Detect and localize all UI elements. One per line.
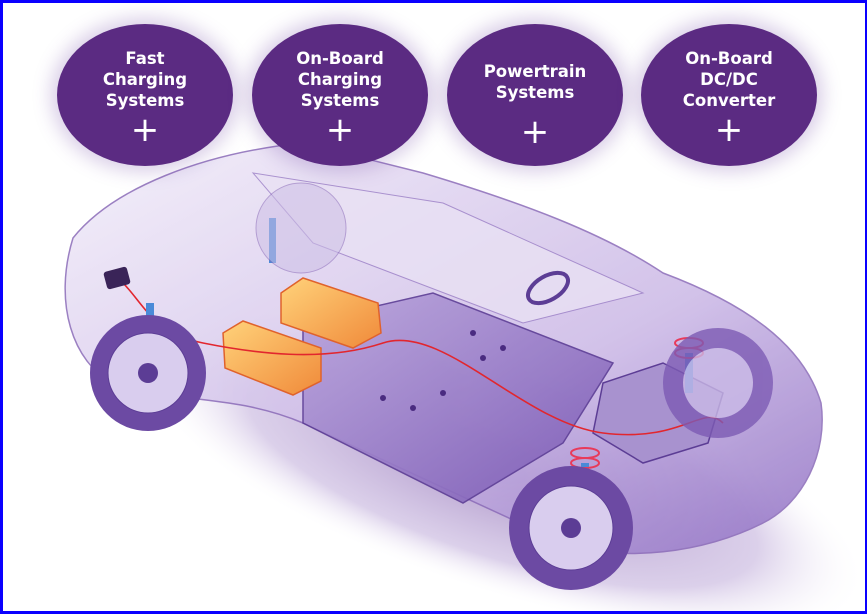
bubble-label: On-Board DC/DC Converter	[682, 48, 776, 110]
bubble-label: On-Board Charging Systems	[296, 48, 384, 110]
plus-icon: +	[520, 112, 550, 152]
bubble-on-board-charging-systems[interactable]: On-Board Charging Systems +	[252, 24, 428, 166]
steering-wheel	[526, 270, 570, 306]
wheel-rear-left	[90, 315, 206, 431]
charger-unit-2	[222, 320, 322, 396]
wheel-front-right	[663, 328, 773, 438]
wheel-spare	[255, 182, 347, 274]
plus-icon: +	[130, 109, 160, 150]
battery-pack	[302, 292, 615, 504]
charge-port	[103, 266, 131, 290]
wheel-front-left	[509, 466, 633, 590]
bubble-powertrain-systems[interactable]: Powertrain Systems +	[447, 24, 623, 166]
charger-unit-1	[280, 277, 382, 349]
bubble-label: Fast Charging Systems	[102, 48, 188, 110]
plus-icon: +	[325, 109, 355, 150]
ev-cutaway-illustration	[64, 142, 865, 611]
bubble-on-board-dc-dc-converter[interactable]: On-Board DC/DC Converter +	[641, 24, 817, 166]
bubble-fast-charging-systems[interactable]: Fast Charging Systems +	[57, 24, 233, 166]
bubble-label: Powertrain Systems	[483, 62, 587, 102]
plus-icon: +	[714, 109, 744, 150]
